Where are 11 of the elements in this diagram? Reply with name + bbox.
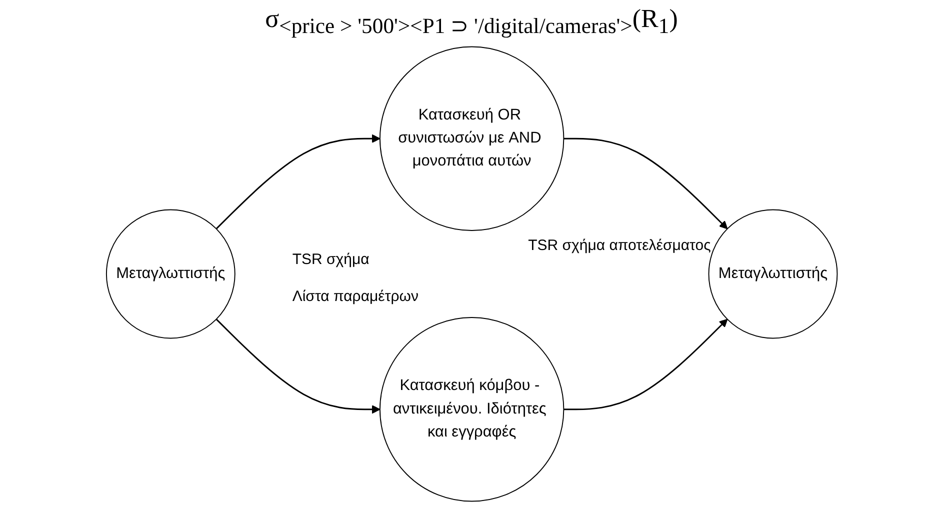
arrow bbox=[563, 318, 728, 410]
arrow bbox=[215, 318, 380, 414]
title: σ$_{<price > '500'><P1 ⊃ '/digital/cameras'>}$(R$_{1}$) bbox=[264, 4, 679, 40]
arrow bbox=[215, 134, 380, 230]
note-text: Λίστα παραμέτρων bbox=[292, 288, 419, 306]
node-circle: Μεταγλωττιστής bbox=[106, 209, 236, 339]
node-circle: Κατασκευή κόμβου - αντικειμένου. Ιδιότητες και εγγραφές bbox=[379, 317, 564, 502]
node-circle: Κατασκευή OR συνιστωσών με AND μονοπάτια αυτών bbox=[379, 46, 564, 232]
note-text: TSR σχήμα bbox=[292, 250, 370, 268]
note-text: TSR σχήμα αποτελέσματος bbox=[528, 236, 711, 254]
arrow bbox=[563, 138, 728, 230]
